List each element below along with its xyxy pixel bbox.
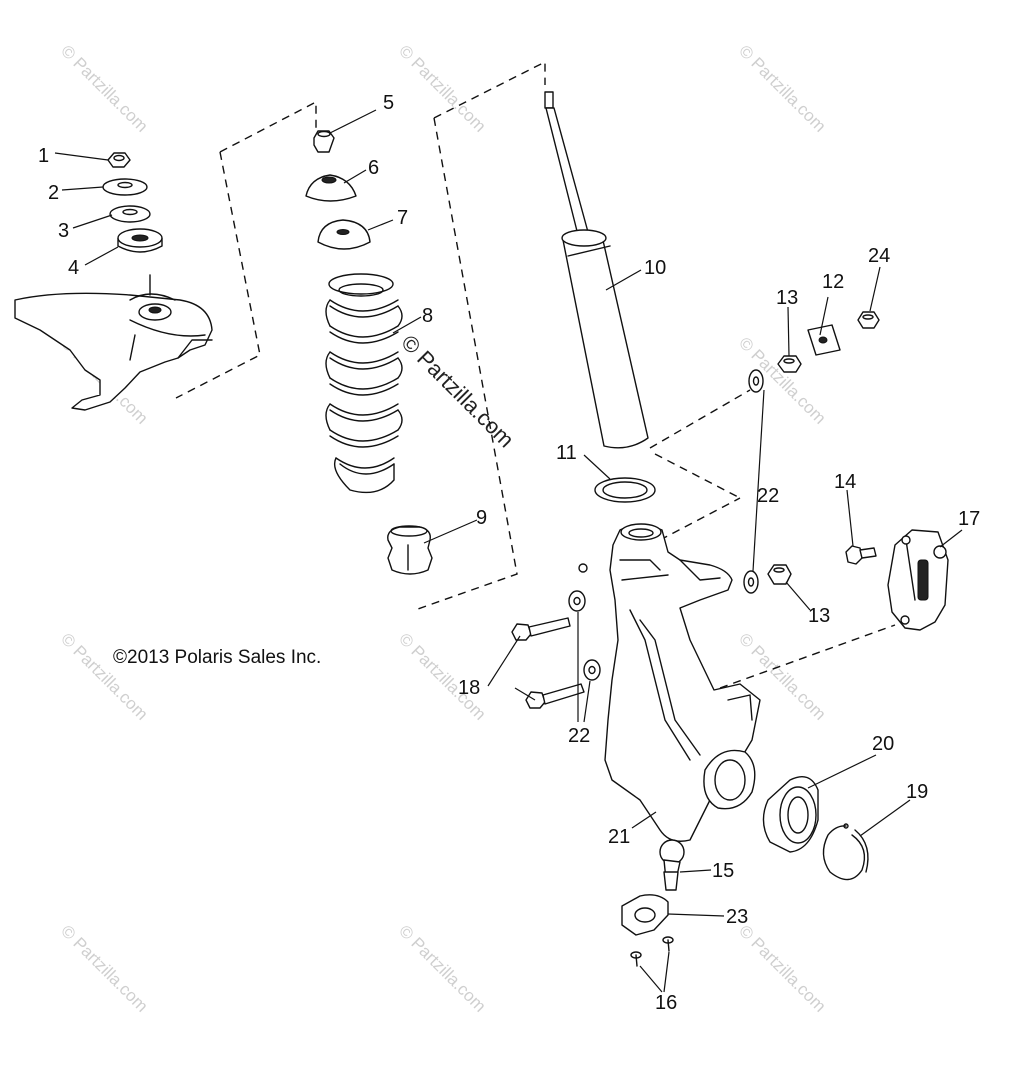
part-wheel-bearing <box>762 776 819 853</box>
part-nut <box>313 130 335 153</box>
part-washer <box>568 590 586 612</box>
callout-14: 14 <box>834 471 856 493</box>
part-washer <box>102 178 148 196</box>
part-ball-joint <box>659 839 685 891</box>
callout-20: 20 <box>872 733 894 755</box>
callout-23: 23 <box>726 906 748 928</box>
part-frame-bracket <box>14 274 213 411</box>
part-washer <box>748 369 764 393</box>
copyright-notice: ©2013 Polaris Sales Inc. <box>113 647 321 668</box>
watermark: © Partzilla.com <box>57 41 151 135</box>
callout-labels: 1 2 3 4 5 6 7 8 9 10 11 12 13 24 22 14 1… <box>38 92 980 1014</box>
callout-13: 13 <box>808 605 830 627</box>
leader-lines <box>54 109 963 993</box>
callout-18: 18 <box>458 677 480 699</box>
callout-6: 6 <box>368 157 379 179</box>
part-spring-cup <box>305 174 357 202</box>
part-seal-ring <box>594 477 656 503</box>
part-steering-knuckle <box>578 523 761 842</box>
callout-11: 11 <box>556 442 577 464</box>
watermark: © Partzilla.com <box>395 41 489 135</box>
assembly-lines <box>175 60 896 689</box>
watermark: © Partzilla.com <box>57 629 151 723</box>
callout-1: 1 <box>38 145 49 167</box>
part-washer <box>109 205 151 223</box>
callout-15: 15 <box>712 860 734 882</box>
callout-19: 19 <box>906 781 928 803</box>
part-brake-caliper <box>887 529 949 631</box>
part-coil-spring <box>325 273 403 494</box>
callout-22: 22 <box>757 485 779 507</box>
watermark: © Partzilla.com <box>57 921 151 1015</box>
callout-13: 13 <box>776 287 798 309</box>
part-washer <box>583 659 601 681</box>
watermark: © Partzilla.com <box>395 921 489 1015</box>
callout-17: 17 <box>958 508 980 530</box>
callout-12: 12 <box>822 271 844 293</box>
part-screw <box>630 951 642 967</box>
part-bump-stop <box>387 525 433 575</box>
callout-10: 10 <box>644 257 666 279</box>
callout-21: 21 <box>608 826 630 848</box>
callout-3: 3 <box>58 220 69 242</box>
callout-22: 22 <box>568 725 590 747</box>
callout-9: 9 <box>476 507 487 529</box>
part-washer <box>743 570 759 594</box>
part-bolt <box>845 545 877 565</box>
part-clip <box>807 324 841 356</box>
part-nut <box>777 355 802 373</box>
part-bushing <box>117 228 163 253</box>
part-nut <box>767 564 792 585</box>
part-bolt <box>525 683 585 709</box>
part-screw <box>662 936 674 952</box>
callout-4: 4 <box>68 257 79 279</box>
part-mounting-plate <box>621 894 669 936</box>
part-snap-ring <box>822 823 869 881</box>
watermark: © Partzilla.com <box>735 921 829 1015</box>
part-nut <box>857 311 880 329</box>
callout-16: 16 <box>655 992 677 1014</box>
watermark-center: © Partzilla.com <box>396 330 519 453</box>
callout-8: 8 <box>422 305 433 327</box>
callout-24: 24 <box>868 245 890 267</box>
callout-7: 7 <box>397 207 408 229</box>
part-nut <box>107 152 131 168</box>
callout-2: 2 <box>48 182 59 204</box>
callout-5: 5 <box>383 92 394 114</box>
part-shock-absorber <box>544 91 649 449</box>
part-spring-seat <box>317 219 371 250</box>
watermark: © Partzilla.com <box>735 41 829 135</box>
part-bolt <box>511 617 571 641</box>
